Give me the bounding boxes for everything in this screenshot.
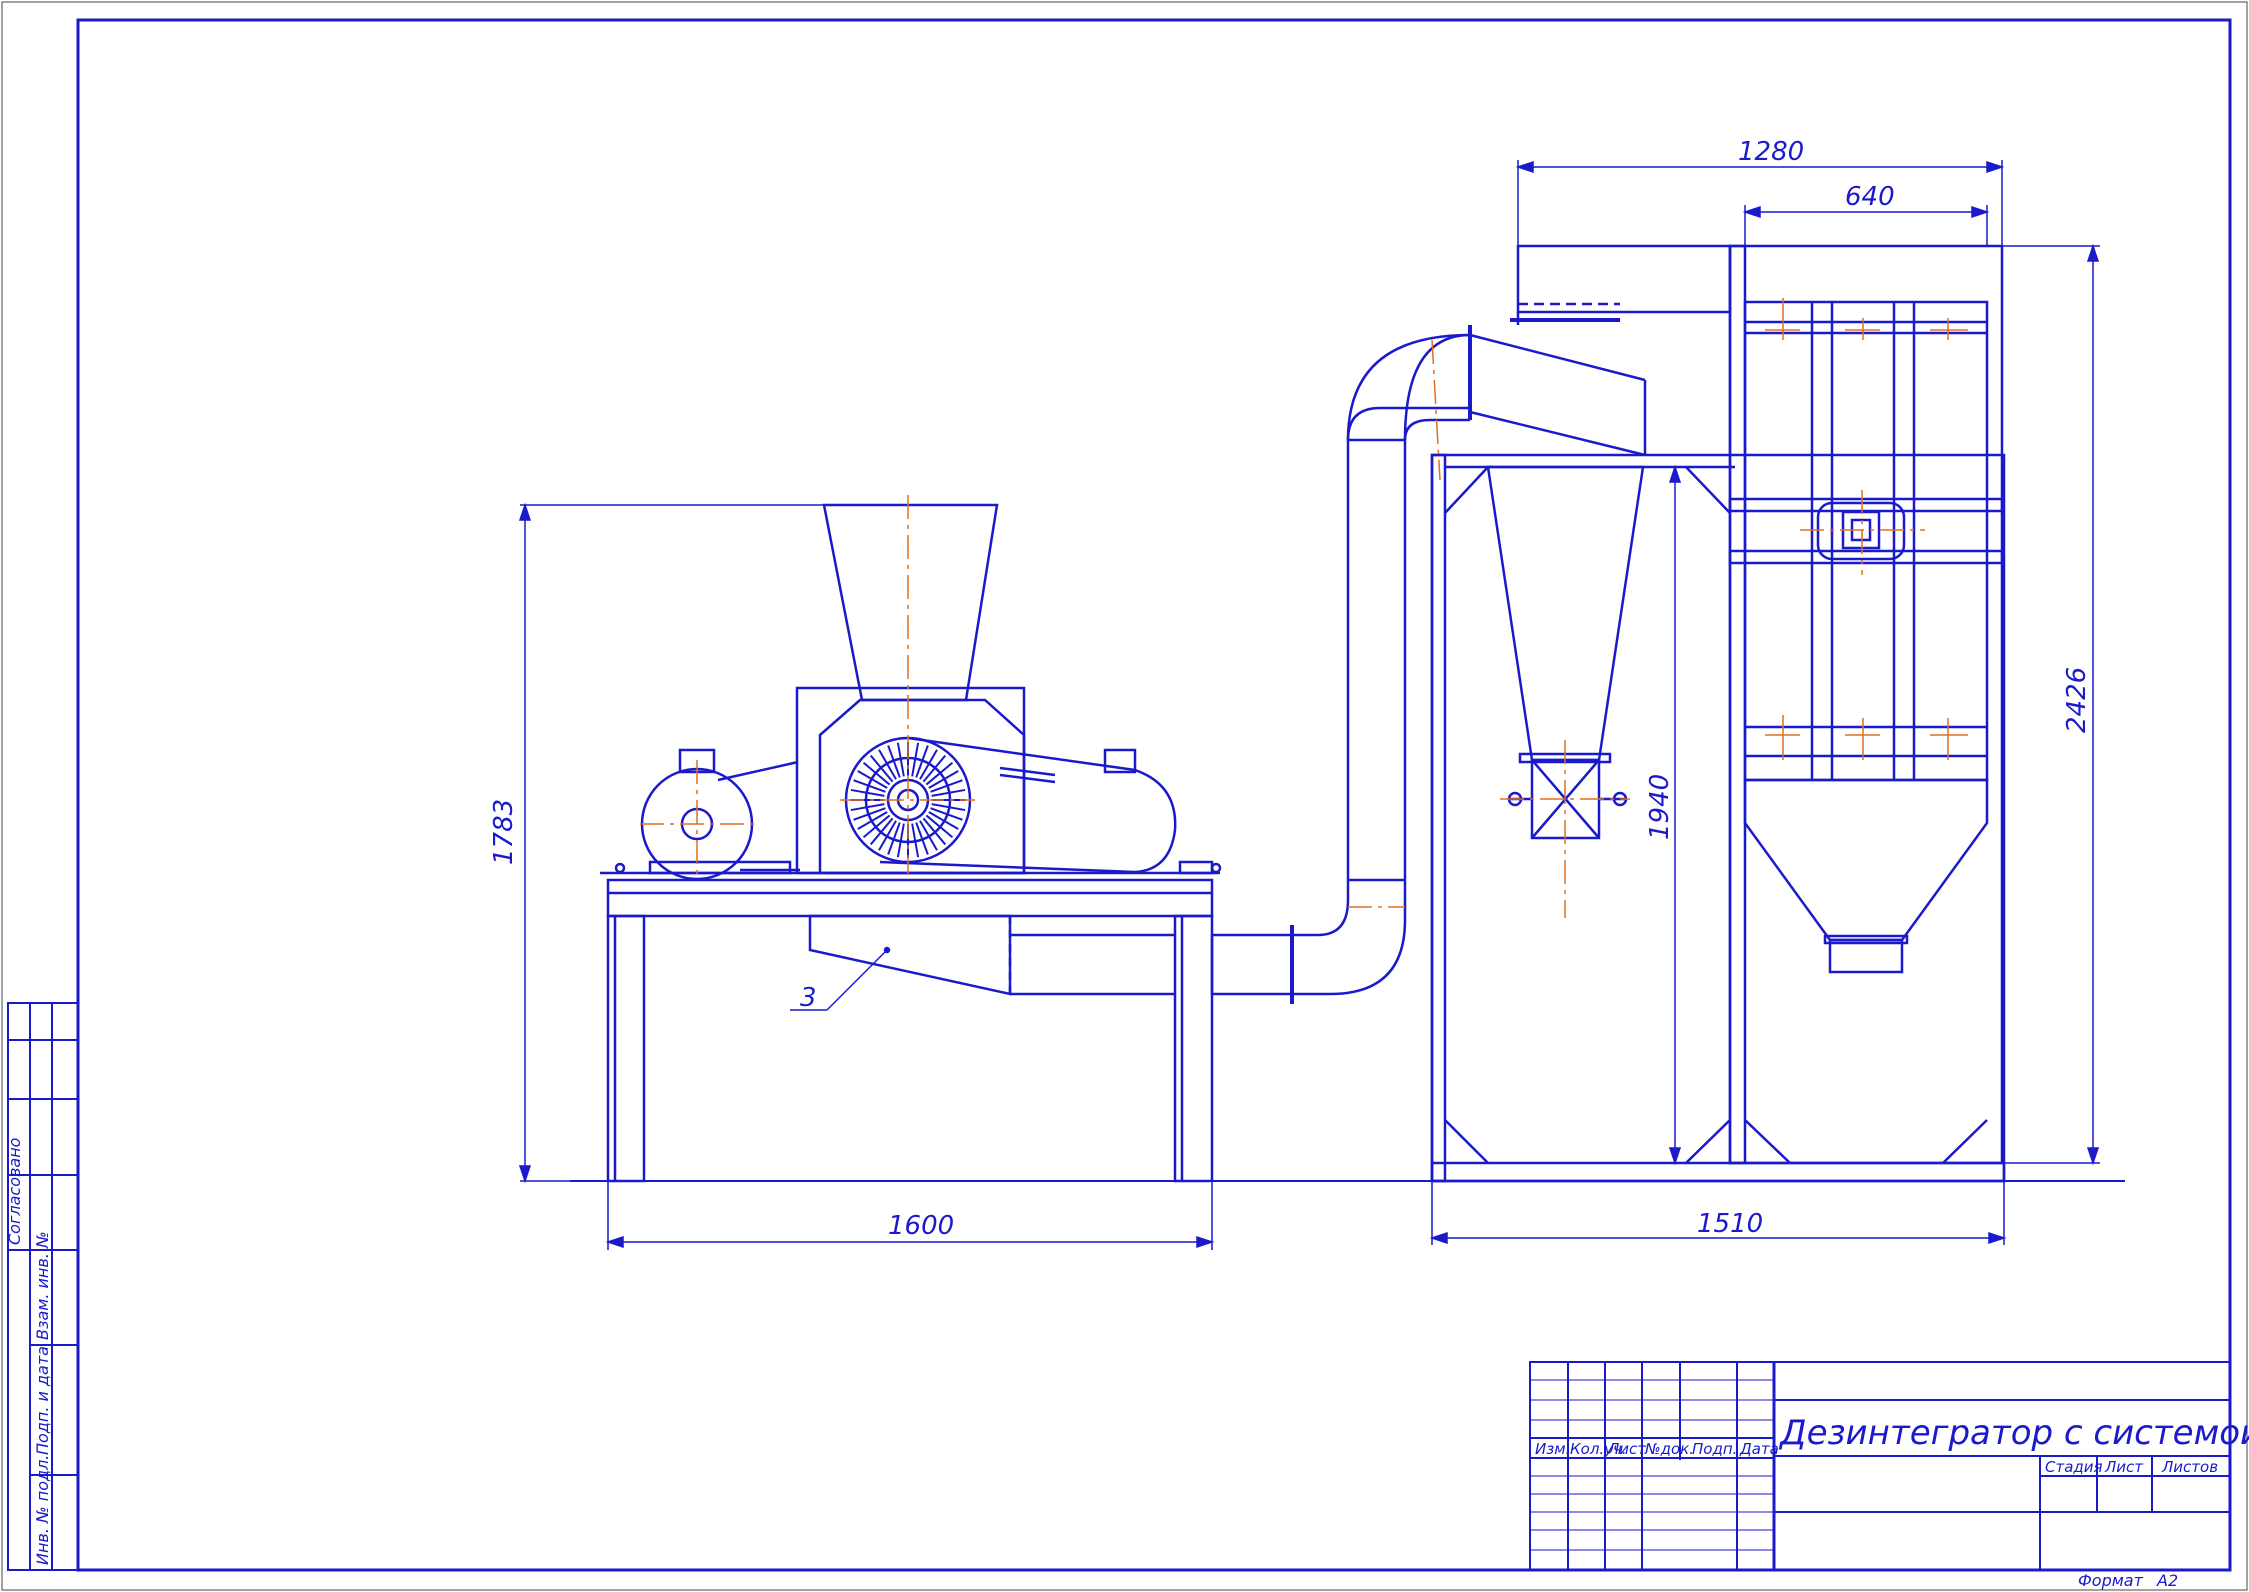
aspiration-duct — [1210, 302, 1647, 1004]
rotor-rib — [862, 814, 891, 839]
tb-col-sheet: Лист — [1607, 1440, 1647, 1458]
tb-col-docno: №док. — [1644, 1440, 1694, 1458]
rotor-rib — [915, 822, 929, 855]
format-label: Формат — [2078, 1571, 2144, 1590]
rotor-ribs — [850, 742, 966, 858]
rotor-rib — [853, 779, 886, 793]
rotor-rib — [887, 822, 901, 855]
rotor-rib — [922, 817, 947, 846]
callout-number: 3 — [800, 983, 817, 1013]
tb-col-rev: Изм. — [1535, 1440, 1570, 1458]
dim-cyclone-height: 1940 — [1645, 774, 1675, 840]
rotor-rib — [862, 761, 891, 786]
side-label-replace-inv: Взам. инв. № — [33, 1231, 52, 1340]
side-label-sign-date: Подп. и дата — [33, 1346, 52, 1455]
tb-col-date: Дата — [1739, 1440, 1779, 1458]
tb-stage-sheets: Листов — [2161, 1458, 2218, 1476]
bag-filter — [1516, 244, 2004, 1165]
tb-stage: Стадия — [2045, 1458, 2103, 1476]
drawing-title: Дезинтегратор с системой аспирации — [1778, 1413, 2249, 1453]
dim-table-height: 1783 — [489, 799, 519, 865]
rotor-rib — [869, 817, 894, 846]
rotor-rib — [878, 820, 897, 851]
rotor-rib — [928, 811, 959, 830]
rotor-rib — [930, 779, 963, 793]
rotor-rib — [915, 745, 929, 778]
rotor-rib — [925, 814, 954, 839]
rotor-rib — [928, 770, 959, 789]
rotor-rib — [850, 788, 885, 797]
dim-base-width: 1510 — [1697, 1209, 1763, 1239]
side-stamp — [7, 1002, 79, 1571]
dim-table-width: 1600 — [888, 1211, 954, 1241]
rotor-rib — [853, 807, 886, 821]
dim-filter-width-inner: 640 — [1845, 182, 1895, 212]
rotor-rib — [869, 754, 894, 783]
rotor-rib — [896, 823, 905, 858]
side-label-agreed: Согласовано — [5, 1137, 24, 1245]
machine-table — [600, 871, 1220, 1183]
rotor-rib — [919, 820, 938, 851]
rotor-rib — [922, 754, 947, 783]
rotor-rib — [925, 761, 954, 786]
rotor-rib — [911, 823, 920, 858]
rotor-rib — [857, 770, 888, 789]
title-block — [1529, 1361, 2231, 1571]
tb-stage-sheet: Лист — [2104, 1458, 2144, 1476]
drawing-frame — [76, 18, 2232, 1572]
format-value: А2 — [2156, 1571, 2178, 1590]
rotor-rib — [887, 745, 901, 778]
rotor-rib — [911, 742, 920, 777]
dimension-lines — [518, 160, 2100, 1250]
rotor-rib — [931, 788, 966, 797]
electric-motor — [614, 748, 800, 881]
tb-col-sign: Подп. — [1692, 1440, 1737, 1458]
tb-col-qty: Кол.уч. — [1570, 1440, 1627, 1458]
axis-lines — [640, 339, 1925, 918]
rotor-rib — [931, 803, 966, 812]
rotor-rib — [919, 749, 938, 780]
rotor-rib — [896, 742, 905, 777]
dim-filter-height: 2426 — [2062, 667, 2092, 733]
rotor-rib — [930, 807, 963, 821]
side-label-inv-no: Инв. № подл. — [33, 1455, 52, 1565]
rotor-rib — [878, 749, 897, 780]
rotor-rib — [857, 811, 888, 830]
dim-filter-width-total: 1280 — [1738, 137, 1804, 167]
rotor-rib — [850, 803, 885, 812]
bag-axis-marks — [1765, 298, 1968, 760]
